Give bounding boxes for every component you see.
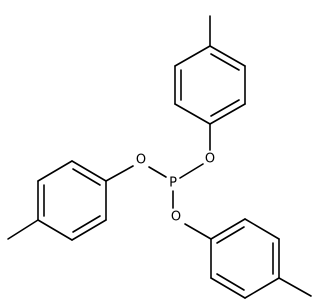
ring-double-bond (72, 215, 101, 233)
top-tolyl-group (174, 15, 246, 151)
ring-bond (174, 45, 211, 67)
ring-bond (209, 103, 246, 125)
oxygen-bottom-label: O (171, 210, 181, 225)
p-o-bond-top (179, 163, 204, 179)
o-aryl-bond-bottom (184, 223, 212, 240)
ring-bond (244, 218, 280, 240)
ring-double-bond (210, 99, 240, 117)
ring-bond (71, 160, 107, 182)
ring-bond (209, 45, 246, 67)
oxygen-left-label: O (136, 153, 146, 168)
left-tolyl-group (7, 160, 134, 241)
methyl-bond-left (7, 219, 39, 240)
methyl-bond-bottom (278, 277, 312, 297)
oxygen-top-label: O (205, 152, 215, 167)
ring-bond (244, 277, 280, 299)
ring-bond (71, 219, 107, 241)
ring-bond (37, 219, 73, 241)
ring-bond (37, 160, 73, 182)
phosphorus-label: P (169, 176, 177, 191)
o-aryl-bond-left (105, 165, 134, 182)
ring-double-bond (72, 168, 101, 186)
ring-bond (174, 103, 211, 125)
phosphite-core (148, 163, 204, 209)
ring-bond (210, 218, 246, 240)
p-o-bond-left (148, 166, 167, 178)
ring-bond (210, 277, 246, 299)
ring-double-bond (216, 273, 245, 291)
ring-double-bond (210, 53, 240, 71)
ring-double-bond (216, 226, 245, 244)
bottom-tolyl-group (184, 218, 312, 299)
